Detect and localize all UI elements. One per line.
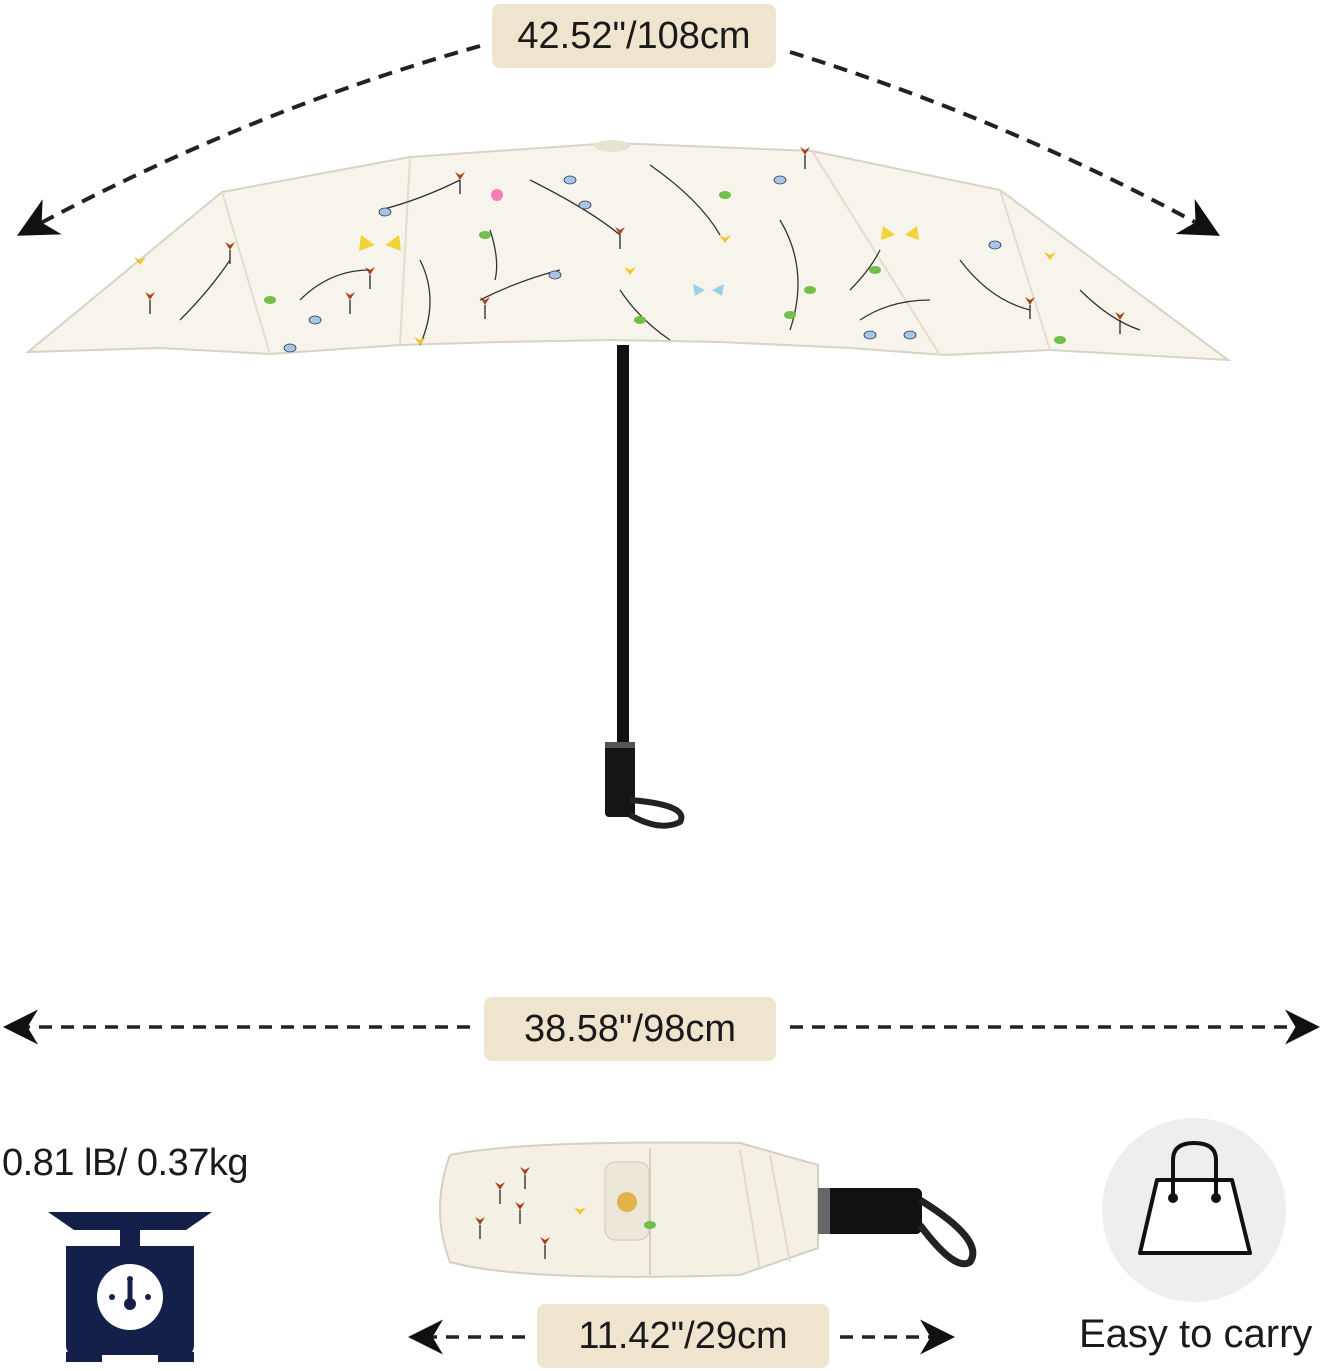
scale-icon (48, 1212, 212, 1362)
open-span-label: 42.52"/108cm (492, 4, 776, 68)
weight-label: 0.81 lB/ 0.37kg (2, 1142, 249, 1184)
carry-label: Easy to carry (1079, 1312, 1313, 1356)
open-span-arrow (16, 44, 1221, 236)
open-width-label: 38.58"/98cm (484, 997, 776, 1061)
umbrella-shaft (605, 345, 685, 829)
handbag-icon (1102, 1118, 1286, 1302)
folded-umbrella (439, 1141, 977, 1278)
folded-length-label: 11.42"/29cm (537, 1304, 829, 1368)
umbrella-canopy (25, 140, 1232, 362)
